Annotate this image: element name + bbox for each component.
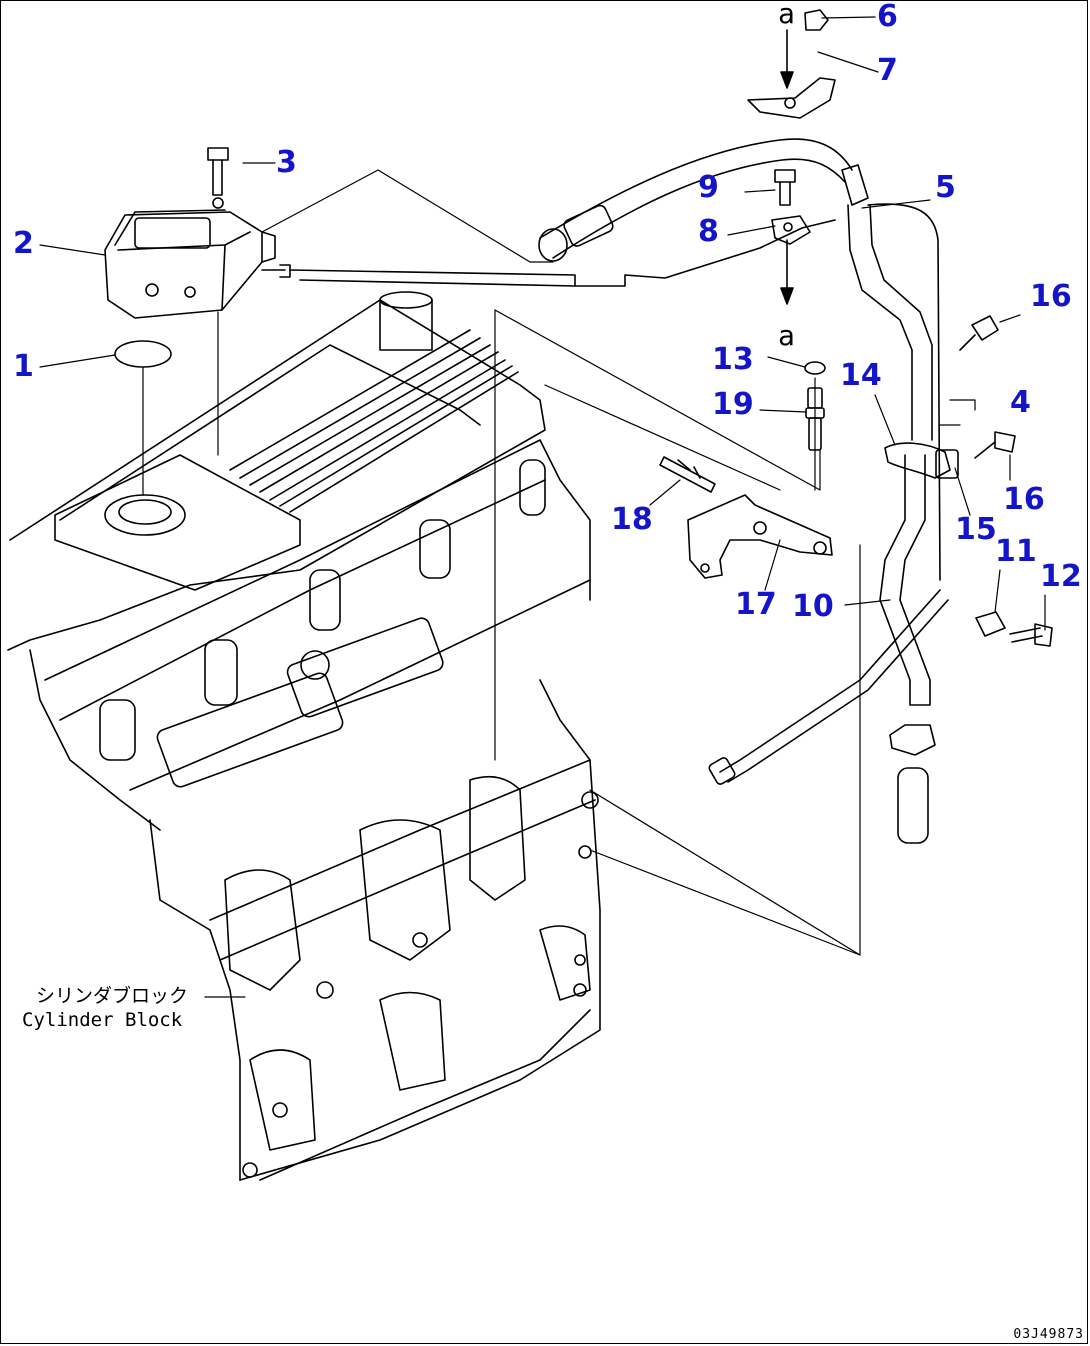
part-label-16-lower: 16 xyxy=(1003,482,1045,517)
part-label-3: 3 xyxy=(276,145,297,180)
caption-en: Cylinder Block xyxy=(22,1009,183,1031)
reservoir-tank xyxy=(104,209,291,319)
part-label-12: 12 xyxy=(1040,559,1082,594)
part-label-17: 17 xyxy=(735,587,777,622)
bolt-16-upper-shape xyxy=(959,315,999,351)
part-label-7: 7 xyxy=(877,53,898,88)
part-label-6: 6 xyxy=(877,0,898,34)
part-label-18: 18 xyxy=(611,502,653,537)
reference-mark-bottom: a xyxy=(778,319,795,352)
part-label-14: 14 xyxy=(840,358,882,393)
part-label-2: 2 xyxy=(13,226,34,261)
reference-arrows xyxy=(780,29,794,305)
leader-lines xyxy=(39,16,1046,998)
caption-jp: シリンダブロック xyxy=(36,985,189,1007)
o-ring-shape xyxy=(114,340,172,368)
part-label-10: 10 xyxy=(792,589,834,624)
washer-13-shape xyxy=(804,361,826,375)
part-label-9: 9 xyxy=(698,170,719,205)
reference-mark-top: a xyxy=(778,0,795,30)
nut-6-shape xyxy=(804,9,829,31)
stud-18-shape xyxy=(659,456,716,493)
drawing-code: 03J49873 xyxy=(1013,1327,1084,1342)
part-label-1: 1 xyxy=(13,349,34,384)
part-label-19: 19 xyxy=(712,387,754,422)
spacer-11-shape xyxy=(975,611,1006,637)
bracket-7-shape xyxy=(747,77,836,119)
cylinder-block xyxy=(7,291,601,1181)
bolt-9-shape xyxy=(774,169,796,206)
bracket-17-shape xyxy=(687,494,833,579)
part-label-15: 15 xyxy=(955,512,997,547)
bolt-12-shape xyxy=(1009,623,1053,647)
part-label-16-upper: 16 xyxy=(1030,279,1072,314)
hose-assembly xyxy=(289,138,949,844)
part-label-13: 13 xyxy=(712,342,754,377)
clamp-8-shape xyxy=(771,215,811,245)
part-label-4: 4 xyxy=(1010,385,1031,420)
part-label-8: 8 xyxy=(698,214,719,249)
bolt-3-shape xyxy=(207,147,229,209)
part-label-5: 5 xyxy=(935,170,956,205)
bolt-16-lower-shape xyxy=(974,431,1016,459)
clamp-14-15-shape xyxy=(884,442,959,479)
part-label-11: 11 xyxy=(995,534,1037,569)
